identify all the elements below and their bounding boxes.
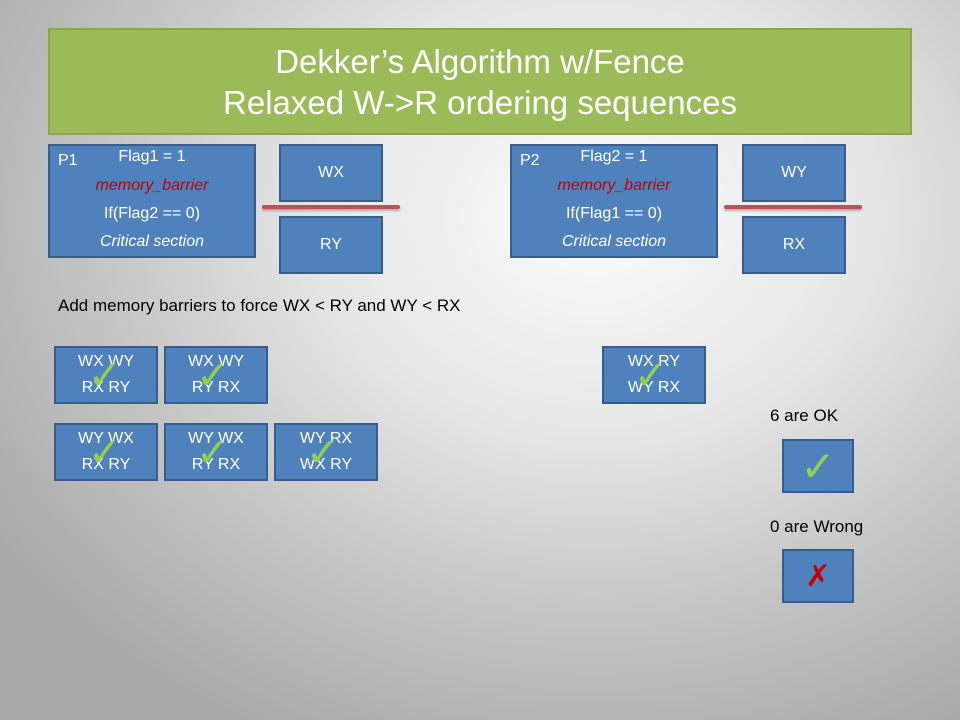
sequence-box: WY RX WX RY [274, 423, 378, 481]
sequence-line-1: WY WX [78, 430, 134, 447]
p1-code-box: P1 Flag1 = 1 memory_barrier If(Flag2 == … [48, 144, 256, 258]
p2-read-op: RX [742, 216, 846, 274]
sequence-box: WX RY WY RX [602, 346, 706, 404]
sequence-line-2: RX RY [81, 379, 131, 396]
x-mark-icon: ✗ [805, 558, 831, 594]
sequence-box: WX WY RX RY [54, 346, 158, 404]
instruction-note: Add memory barriers to force WX < RY and… [58, 296, 461, 315]
sequence-line-2: RX RY [81, 456, 131, 473]
sequence-line-2: RY RX [191, 456, 241, 473]
p2-write-op: WY [742, 144, 846, 202]
sequence-line-2: WY RX [627, 379, 681, 396]
p1-label: P1 [58, 152, 78, 169]
p2-condition: If(Flag1 == 0) [565, 205, 663, 222]
p2-memory-barrier: memory_barrier [557, 177, 671, 194]
title-line-1: Dekker’s Algorithm w/Fence [275, 42, 685, 80]
p2-code-box: P2 Flag2 = 1 memory_barrier If(Flag1 == … [510, 144, 718, 258]
p1-critical-section: Critical section [99, 233, 205, 250]
p2-flag-set: Flag2 = 1 [580, 148, 648, 165]
sequence-box: WY WX RY RX [164, 423, 268, 481]
sequence-line-1: WX WY [78, 353, 134, 370]
title-line-2: Relaxed W->R ordering sequences [223, 83, 737, 121]
wrong-legend-box: ✗ [782, 549, 854, 603]
p2-label: P2 [520, 152, 540, 169]
p1-flag-set: Flag1 = 1 [118, 148, 186, 165]
sequence-line-2: WX RY [299, 456, 353, 473]
sequence-box: WX WY RY RX [164, 346, 268, 404]
ok-legend-box: ✓ [782, 439, 854, 493]
ok-count-label: 6 are OK [770, 406, 839, 425]
wrong-count-label: 0 are Wrong [770, 517, 864, 536]
p1-read-op: RY [279, 216, 383, 274]
p1-condition: If(Flag2 == 0) [103, 205, 201, 222]
p1-memory-barrier: memory_barrier [95, 177, 209, 194]
sequence-line-1: WX RY [627, 353, 681, 370]
p2-critical-section: Critical section [561, 233, 667, 250]
sequence-box: WY WX RX RY [54, 423, 158, 481]
sequence-line-1: WY RX [299, 430, 353, 447]
p2-barrier-line [724, 205, 862, 209]
checkmark-icon: ✓ [800, 441, 836, 491]
p1-barrier-line [262, 205, 400, 209]
sequence-line-2: RY RX [191, 379, 241, 396]
title-banner: Dekker’s Algorithm w/Fence Relaxed W->R … [48, 28, 912, 135]
sequence-line-1: WY WX [188, 430, 244, 447]
p1-write-op: WX [279, 144, 383, 202]
sequence-line-1: WX WY [188, 353, 244, 370]
